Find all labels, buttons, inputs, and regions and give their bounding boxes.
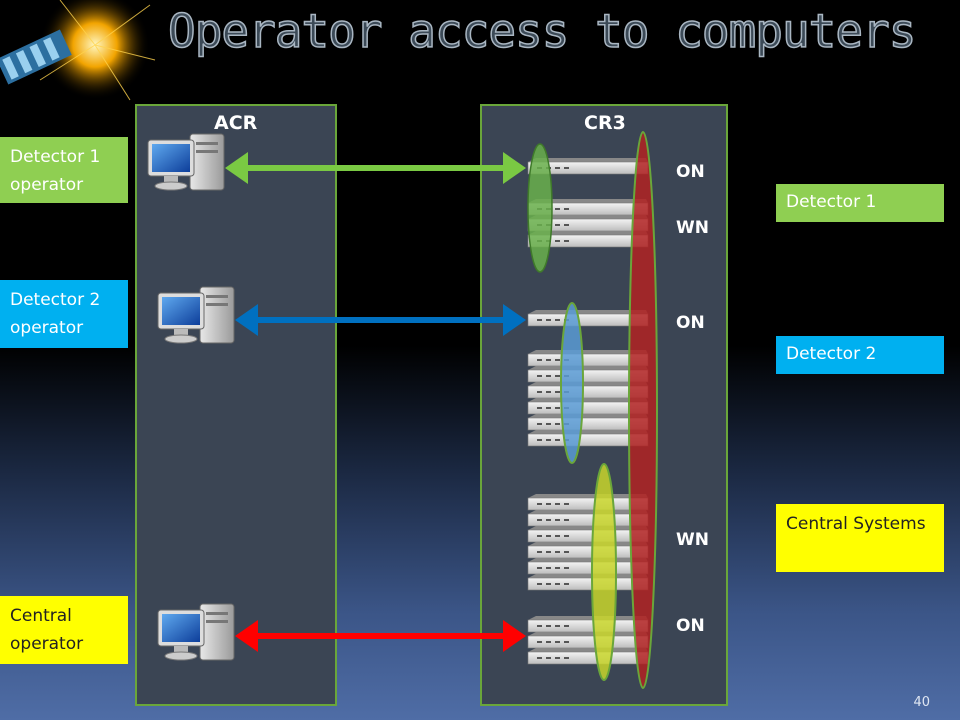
server-unit (527, 430, 649, 447)
server-unit (527, 542, 649, 559)
page-number: 40 (913, 695, 930, 710)
network-label-on-3: ON (676, 616, 705, 636)
central-ellipse-red (628, 131, 658, 689)
central-ellipse-yellow (591, 463, 617, 681)
detector2-ellipse-blue (560, 302, 584, 464)
detector1-operator-box: Detector 1 operator (0, 137, 128, 203)
server-unit (527, 632, 649, 649)
server-unit (527, 350, 649, 367)
network-label-on-1: ON (676, 162, 705, 182)
central-systems-box: Central Systems (776, 504, 944, 572)
detector1-system-box: Detector 1 (776, 184, 944, 222)
acr-label: ACR (214, 112, 258, 134)
server-unit (527, 310, 649, 327)
server-unit (527, 414, 649, 431)
central-operator-box: Central operator (0, 596, 128, 664)
server-unit (527, 382, 649, 399)
computer-icon-central (157, 603, 235, 661)
server-unit (527, 510, 649, 527)
server-unit (527, 558, 649, 575)
network-label-on-2: ON (676, 313, 705, 333)
detector2-operator-box: Detector 2 operator (0, 280, 128, 348)
detector2-system-box: Detector 2 (776, 336, 944, 374)
server-unit (527, 158, 649, 175)
network-label-wn-1: WN (676, 218, 709, 238)
server-unit (527, 526, 649, 543)
server-unit (527, 574, 649, 591)
computer-icon-detector1 (147, 133, 225, 191)
cr3-label: CR3 (584, 112, 626, 134)
detector1-ellipse-green (527, 143, 553, 273)
server-unit (527, 231, 649, 248)
arrow-detector2 (235, 304, 526, 336)
arrow-detector1 (225, 152, 526, 184)
acr-panel (135, 104, 337, 706)
page-title: Operator access to computers (167, 3, 917, 59)
collision-logo (0, 0, 156, 101)
arrow-central (235, 620, 526, 652)
server-unit (527, 398, 649, 415)
server-unit (527, 616, 649, 633)
computer-icon-detector2 (157, 286, 235, 344)
network-label-wn-2: WN (676, 530, 709, 550)
server-unit (527, 648, 649, 665)
